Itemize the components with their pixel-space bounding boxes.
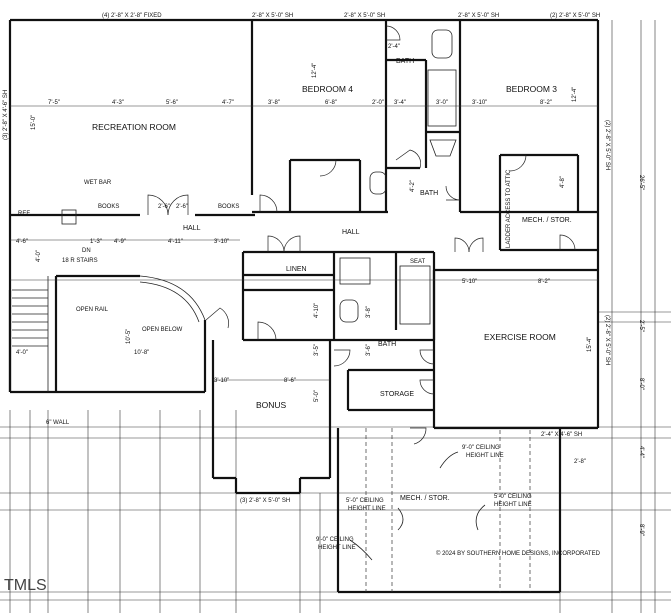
window-top-2: 2'-8" X 5'-0" SH [252,13,293,19]
dim-15-4: 15'-4" [587,337,593,352]
dim-2-8: 2'-8" [574,459,586,465]
dim-4-3: 4'-3" [112,100,124,106]
dim-2-6b: 2'-6" [176,204,188,210]
dim-2-4: 2'-4" [388,44,400,50]
walls [8,18,600,594]
room-mech-top: MECH. / STOR. [522,217,572,224]
label-ceiling-3b: HEIGHT LINE [318,545,356,551]
dim-8-6: 8'-6" [284,378,296,384]
door-swings [147,25,576,445]
dim-3-6: 3'-6" [366,344,372,356]
dim-15-0: 15'-0" [31,115,37,130]
label-ceiling-2: 5'-0" CEILING [346,498,384,504]
window-top-1: (4) 2'-8" X 2'-8" FIXED [102,13,162,19]
label-ceiling-2b: HEIGHT LINE [348,506,386,512]
room-recreation: RECREATION ROOM [92,122,176,132]
copyright-note: © 2024 BY SOUTHERN HOME DESIGNS, INCORPO… [436,550,601,557]
room-bath-low: BATH [378,341,396,348]
label-6-wall: 6" WALL [46,420,70,426]
dim-10-5: 10'-5" [126,329,132,344]
dimension-strings [10,105,598,381]
open-rail-curve [139,275,206,321]
dim-4-9: 4'-9" [114,239,126,245]
dim-1-3: 1'-3" [90,239,102,245]
bath-fixtures [61,29,457,325]
room-bath-mid: BATH [420,190,438,197]
label-ceiling-1: 9'-0" CEILING [462,445,500,451]
label-ref: REF [18,211,30,217]
dim-8-2a: 8'-2" [540,100,552,106]
dim-5-0: 5'-0" [314,390,320,402]
dim-2-0: 2'-0" [372,100,384,106]
dim-6-8: 6'-8" [325,100,337,106]
room-bonus: BONUS [256,400,287,410]
dim-3-10a: 3'-10" [472,100,487,106]
dim-2-5: 2'-5" [638,320,644,332]
room-bath-top: BATH [396,58,414,65]
extension-lines [0,20,671,613]
dim-3-5: 3'-5" [314,344,320,356]
label-ceiling-4: 5'-0" CEILING [494,494,532,500]
dim-4-10: 4'-10" [314,303,320,318]
dim-12-4b: 12'-4" [572,87,578,102]
window-bottom-1: (3) 2'-8" X 5'-0" SH [240,498,290,504]
room-exercise: EXERCISE ROOM [484,332,556,342]
room-storage: STORAGE [380,391,414,398]
dim-3-4: 3'-4" [394,100,406,106]
dim-26-5: 26'-5" [638,175,644,190]
dim-4-4: 4'-4" [638,446,644,458]
label-open-rail: OPEN RAIL [76,307,109,313]
window-left-1: (3) 2'-8" X 4'-6" SH [3,90,9,140]
label-ceiling-4b: HEIGHT LINE [494,502,532,508]
dim-5-10: 5'-10" [462,279,477,285]
dim-8-2b: 8'-2" [538,279,550,285]
label-ladder-access: LADDER ACCESS TO ATTIC [506,169,512,248]
label-stairs: 18 R STAIRS [62,258,98,264]
dim-10-8: 10'-8" [134,350,149,356]
dim-3-8: 3'-8" [268,100,280,106]
dim-4-0: 4'-0" [16,350,28,356]
dim-3-8b: 3'-8" [366,306,372,318]
label-wet-bar: WET BAR [84,180,112,186]
window-top-3: 2'-8" X 5'-0" SH [344,13,385,19]
label-dn: DN [82,248,91,254]
ceiling-height-lines [349,428,531,592]
dim-8-0: 8'-0" [638,378,644,390]
room-hall-right: HALL [342,229,360,236]
dim-3-10c: 3'-10" [214,378,229,384]
label-ceiling-3: 9'-0" CEILING [316,537,354,543]
label-books-left: BOOKS [98,204,119,210]
room-linen: LINEN [286,266,307,273]
label-open-below: OPEN BELOW [142,327,183,333]
window-top-4: 2'-8" X 5'-0" SH [458,13,499,19]
label-books-right: BOOKS [218,204,239,210]
label-ceiling-1b: HEIGHT LINE [466,453,504,459]
dim-3-10b: 3'-10" [214,239,229,245]
dim-4-11: 4'-11" [168,239,183,245]
watermark-logo: TMLS [4,577,47,594]
dim-4-8: 4'-8" [560,176,566,188]
label-seat: SEAT [410,259,426,265]
dim-5-6: 5'-6" [166,100,178,106]
dim-8-9: 8'-9" [638,524,644,536]
dim-4-6: 4'-6" [16,239,28,245]
dim-3-0: 3'-0" [436,100,448,106]
dim-4-0b: 4'-0" [36,250,42,262]
room-bedroom-3: BEDROOM 3 [506,84,557,94]
dim-12-4a: 12'-4" [312,63,318,78]
window-top-5: (2) 2'-8" X 5'-0" SH [550,13,600,19]
window-bottom-2: 2'-4" X 4'-6" SH [541,432,582,438]
window-right-1: (2) 2'-8" X 5'-0" SH [604,120,610,170]
dim-4-7: 4'-7" [222,100,234,106]
room-bedroom-4: BEDROOM 4 [302,84,353,94]
dim-4-2: 4'-2" [410,180,416,192]
room-hall-left: HALL [183,225,201,232]
dim-7-5: 7'-5" [48,100,60,106]
stair-treads [12,276,49,392]
dim-2-6a: 2'-6" [158,204,170,210]
room-mech-bottom: MECH. / STOR. [400,495,450,502]
window-right-2: (2) 2'-8" X 5'-0" SH [604,315,610,365]
